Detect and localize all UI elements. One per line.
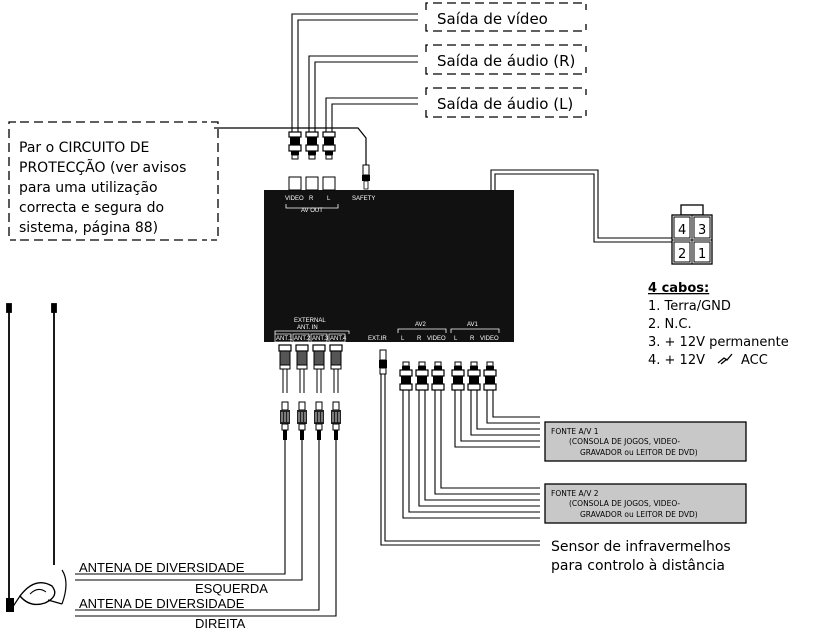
power-cable	[490, 169, 672, 243]
pin4-label: 4	[678, 223, 686, 238]
ant-in-label: ANT. IN	[297, 325, 318, 331]
wire-2: 2. N.C.	[648, 317, 692, 332]
receiver-unit: VIDEO R L AV OUT SAFETY EXTERNAL ANT. IN…	[264, 176, 514, 343]
source-av2-box: FONTE A/V 2 (CONSOLA DE JOGOS, VIDEO- GR…	[544, 483, 747, 524]
source-av2-line3: GRAVADOR ou LEITOR DE DVD)	[580, 510, 698, 519]
external-label: EXTERNAL	[294, 318, 326, 324]
av-input-plugs	[399, 361, 497, 391]
safety-wire	[214, 127, 370, 190]
ext-ir-label: EXT.IR	[368, 336, 387, 342]
pin2-label: 2	[678, 247, 686, 262]
antenna-right-line1: ANTENA DE DIVERSIDADE	[79, 596, 245, 611]
av1-l-label: L	[454, 336, 458, 342]
source-av2-line1: FONTE A/V 2	[551, 489, 599, 498]
wire-3: 3. + 12V permanente	[648, 335, 789, 350]
pin3-label: 3	[698, 223, 706, 238]
ant2-label: ANT.2	[294, 336, 311, 342]
antenna-left-line1: ANTENA DE DIVERSIDADE	[79, 560, 245, 575]
audio-l-label-box: Saída de áudio (L)	[425, 87, 587, 118]
ant4-label: ANT.4	[330, 336, 347, 342]
audio-r-label: Saída de áudio (R)	[437, 52, 575, 70]
ant1-label: ANT.1	[276, 336, 293, 342]
pin1-label: 1	[698, 247, 706, 262]
av2-video-label: VIDEO	[427, 336, 446, 342]
protection-note-line4: correcta e segura do	[19, 200, 164, 216]
av-out-plugs	[288, 131, 336, 160]
av1-label: AV1	[467, 322, 479, 328]
safety-label: SAFETY	[352, 196, 375, 202]
av2-label: AV2	[415, 322, 427, 328]
antenna-right-line2: DIREITA	[195, 616, 246, 629]
antenna-wires	[75, 440, 337, 617]
power-connector: 4 3 2 1	[671, 204, 713, 265]
av1-cables	[454, 390, 540, 448]
wire-4-prefix: 4. + 12V	[648, 353, 705, 368]
antenna-plugs	[278, 344, 343, 441]
protection-note-line5: sistema, página 88)	[19, 220, 158, 236]
antenna-rods	[6, 303, 57, 600]
output-cables	[291, 13, 418, 132]
wire-list-title: 4 cabos:	[648, 281, 709, 296]
source-av1-line3: GRAVADOR ou LEITOR DE DVD)	[580, 448, 698, 457]
ignition-key-icon	[717, 353, 733, 365]
ir-sensor-line1: Sensor de infravermelhos	[551, 539, 731, 555]
ir-sensor-line2: para controlo à distância	[551, 558, 725, 574]
antenna-base	[6, 569, 67, 612]
av1-r-label: R	[470, 336, 475, 342]
audio-r-label-box: Saída de áudio (R)	[425, 44, 587, 75]
video-out-label-box: Saída de vídeo	[425, 2, 587, 32]
av-out-r-label: R	[309, 196, 314, 202]
ant3-label: ANT.3	[312, 336, 329, 342]
antenna-left-line2: ESQUERDA	[195, 581, 268, 596]
video-out-label: Saída de vídeo	[437, 10, 548, 28]
av-out-label: AV OUT	[301, 208, 323, 214]
protection-note-line2: PROTECÇÃO (ver avisos	[19, 159, 186, 176]
source-av2-line2: (CONSOLA DE JOGOS, VIDEO-	[569, 499, 680, 508]
source-av1-line1: FONTE A/V 1	[551, 427, 599, 436]
wire-1: 1. Terra/GND	[648, 299, 731, 314]
wire-list: 4 cabos: 1. Terra/GND 2. N.C. 3. + 12V p…	[648, 281, 789, 368]
ext-ir-plug	[379, 349, 540, 546]
av-out-l-label: L	[327, 196, 331, 202]
source-av1-box: FONTE A/V 1 (CONSOLA DE JOGOS, VIDEO- GR…	[544, 421, 747, 462]
audio-l-label: Saída de áudio (L)	[437, 95, 573, 113]
protection-note-line3: para uma utilização	[19, 180, 158, 196]
receiver-body	[264, 190, 514, 342]
av2-r-label: R	[417, 336, 422, 342]
protection-note-line1: Par o CIRCUITO DE	[19, 140, 149, 156]
av1-video-label: VIDEO	[480, 336, 499, 342]
av2-l-label: L	[401, 336, 405, 342]
av-out-video-label: VIDEO	[285, 196, 304, 202]
source-av1-line2: (CONSOLA DE JOGOS, VIDEO-	[569, 437, 680, 446]
wire-4-suffix: ACC	[741, 353, 768, 368]
av2-cables	[402, 390, 540, 519]
protection-note-box: Par o CIRCUITO DE PROTECÇÃO (ver avisos …	[8, 121, 219, 241]
